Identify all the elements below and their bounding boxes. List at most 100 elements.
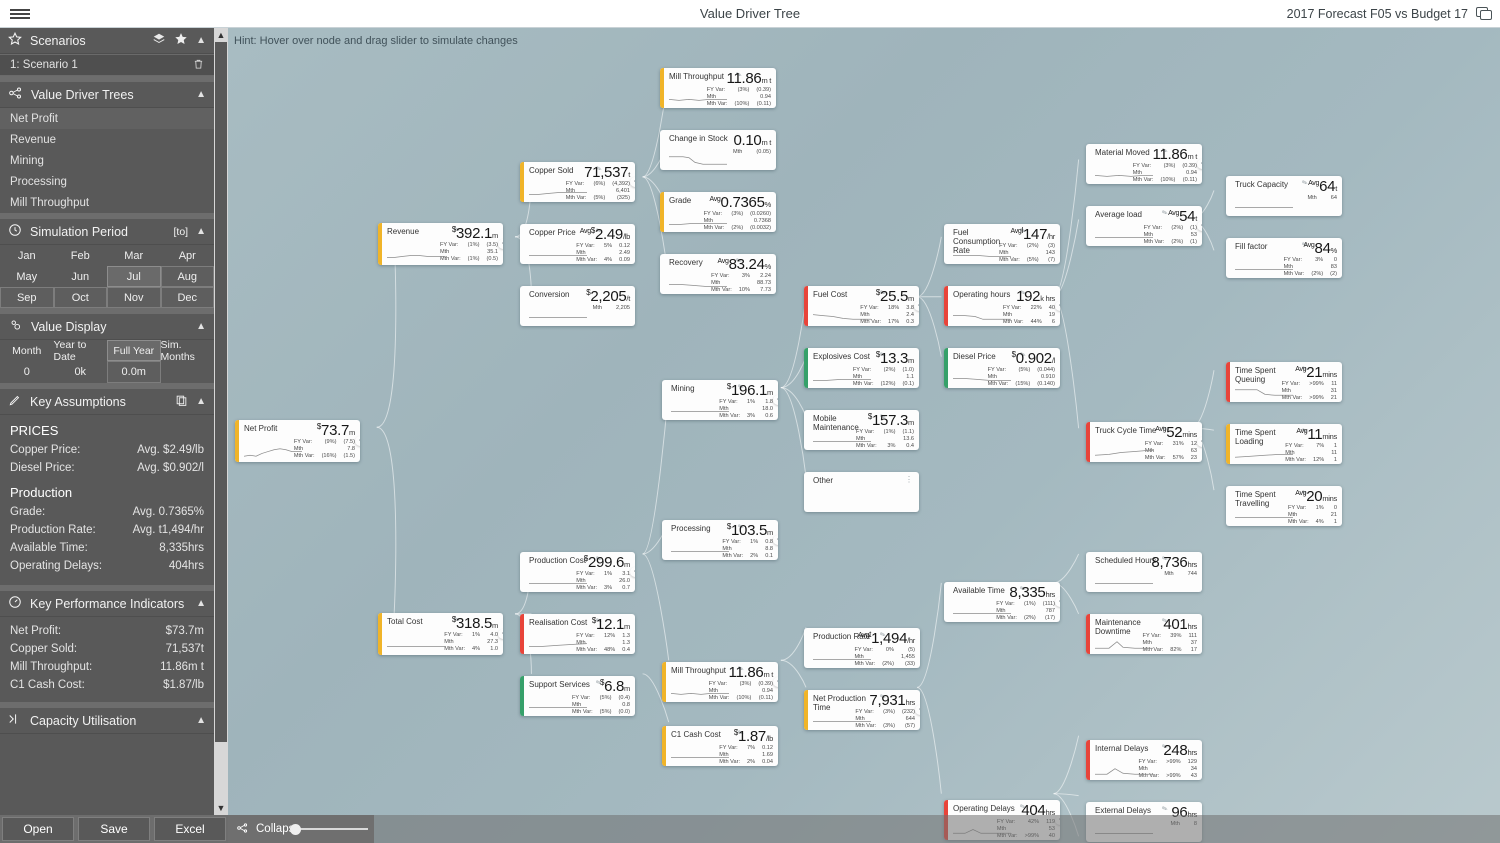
collapse-handle[interactable]: ‹: [498, 239, 503, 249]
month-feb[interactable]: Feb: [70, 249, 90, 262]
collapse-handle[interactable]: ‹: [1055, 301, 1060, 311]
month-jul[interactable]: Jul: [107, 266, 161, 287]
hamburger-icon[interactable]: [0, 0, 40, 28]
panel-header-scenarios[interactable]: Scenarios ▲: [0, 28, 214, 54]
month-mar[interactable]: Mar: [124, 249, 144, 262]
unit-empty[interactable]: [161, 361, 215, 383]
month-oct[interactable]: Oct: [53, 287, 107, 308]
panel-header-key-assumptions[interactable]: Key Assumptions ▲: [0, 389, 214, 415]
sidebar-item-mining[interactable]: Mining: [0, 150, 214, 171]
unit-ones[interactable]: 0: [23, 366, 30, 378]
chevron-up-icon[interactable]: ▲: [196, 89, 206, 100]
layers-icon[interactable]: [152, 32, 166, 49]
month-aug[interactable]: Aug: [160, 266, 214, 287]
collapse-handle[interactable]: ‹: [630, 177, 635, 187]
more-options-icon[interactable]: ⋮: [905, 475, 914, 484]
open-button[interactable]: Open: [2, 817, 74, 841]
collapse-handle[interactable]: ‹: [1197, 159, 1202, 169]
collapse-handle[interactable]: ‹: [915, 705, 920, 715]
collapse-handle[interactable]: ‹: [773, 535, 778, 545]
slider-knob[interactable]: [290, 824, 301, 835]
month-jun[interactable]: Jun: [71, 270, 90, 283]
collapse-handle[interactable]: ‹: [1055, 597, 1060, 607]
sidebar-item-revenue[interactable]: Revenue: [0, 129, 214, 150]
month-dec[interactable]: Dec: [160, 287, 214, 308]
pencil-icon[interactable]: ✎: [1161, 805, 1170, 814]
value-driver-tree-canvas[interactable]: Hint: Hover over node and drag slider to…: [228, 28, 1500, 843]
chevron-up-icon[interactable]: ▲: [196, 396, 206, 407]
panel-header-key-performance-indicators[interactable]: Key Performance Indicators ▲: [0, 591, 214, 617]
collapse-handle[interactable]: ‹: [773, 677, 778, 687]
value-mode-month[interactable]: Month: [12, 344, 42, 357]
unit-thousands[interactable]: 0k: [74, 366, 87, 378]
scroll-up-icon[interactable]: ▲: [214, 28, 228, 42]
panel-header-value-driver-trees[interactable]: Value Driver Trees ▲: [0, 82, 214, 108]
month-jan[interactable]: Jan: [17, 249, 36, 262]
collapse-handle[interactable]: ‹: [914, 301, 919, 311]
panel-header-capacity-utilisation[interactable]: Capacity Utilisation ▲: [0, 708, 214, 734]
value-mode-sim-months[interactable]: Sim. Months: [160, 338, 195, 363]
month-nov[interactable]: Nov: [107, 287, 161, 308]
chat-icon[interactable]: [1476, 6, 1492, 21]
collapse-handle[interactable]: ‹: [630, 567, 635, 577]
collapse-handle[interactable]: ‹: [1197, 437, 1202, 447]
scroll-down-icon[interactable]: ▼: [214, 801, 228, 815]
star-filled-icon[interactable]: [174, 32, 188, 49]
tree-node-other[interactable]: Other⋮: [804, 472, 919, 512]
scenario-item-1[interactable]: 1: Scenario 1: [0, 54, 214, 76]
sidebar-scrollbar[interactable]: ▲ ▼: [214, 28, 228, 815]
chevron-up-icon[interactable]: ▲: [196, 715, 206, 726]
month-may[interactable]: May: [16, 270, 38, 283]
chevron-up-icon[interactable]: ▲: [196, 35, 206, 46]
collapse-handle[interactable]: ‹: [1197, 221, 1202, 231]
collapse-handle[interactable]: ‹: [498, 629, 503, 639]
sidebar-item-mill-throughput[interactable]: Mill Throughput: [0, 192, 214, 213]
month-sep[interactable]: Sep: [0, 287, 54, 308]
collapse-handle[interactable]: ‹: [355, 436, 360, 446]
month-apr[interactable]: Apr: [178, 249, 196, 262]
scrollbar-thumb[interactable]: [215, 42, 227, 742]
value-mode-year-to-date[interactable]: Year to Date: [53, 338, 87, 363]
sidebar-item-net-profit[interactable]: Net Profit: [0, 108, 214, 129]
panel-header-simulation-period[interactable]: Simulation Period [to] ▲: [0, 219, 214, 245]
collapse-handle[interactable]: ‹: [773, 395, 778, 405]
panel-header-value-display[interactable]: Value Display ▲: [0, 314, 214, 340]
chevron-up-icon[interactable]: ▲: [196, 226, 206, 237]
save-button[interactable]: Save: [78, 817, 150, 841]
